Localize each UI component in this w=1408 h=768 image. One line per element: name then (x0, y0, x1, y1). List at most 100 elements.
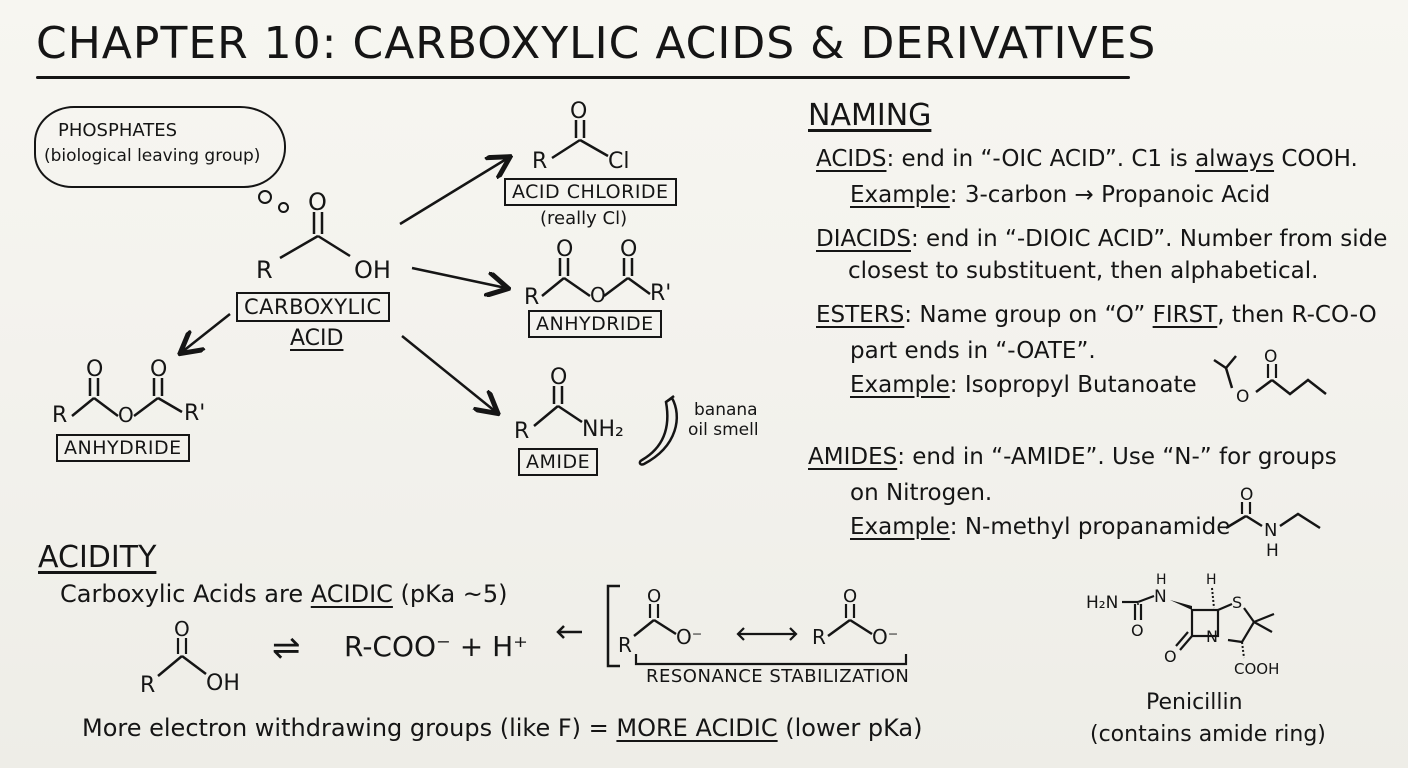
atom-n: N (1264, 520, 1277, 541)
atom-o: O (1131, 621, 1144, 640)
banana-note-line-2: oil smell (688, 420, 759, 440)
acidity-emph: ACIDIC (310, 580, 393, 608)
naming-amides-line: AMIDES: end in “-AMIDE”. Use “N-” for gr… (808, 444, 1337, 470)
atom-n: N (1206, 627, 1218, 646)
atom-o: O (86, 357, 103, 382)
atom-o: O (308, 188, 327, 216)
atom-h2n: H₂N (1086, 593, 1118, 613)
naming-esters-line-2: part ends in “-OATE”. (850, 338, 1096, 364)
equilibrium-arrows: ⇌ (272, 628, 301, 668)
banana-note-line-1: banana (694, 400, 758, 420)
carboxylic-label-box: CARBOXYLIC (236, 292, 390, 322)
atom-o: O (570, 99, 587, 124)
title-underline (36, 76, 1130, 79)
atom-h: H (1156, 572, 1167, 588)
acid-label: ACID (290, 326, 344, 351)
n-methyl-propanamide-structure: O N H (1225, 485, 1321, 561)
naming-esters-line: ESTERS: Name group on “O” FIRST, then R-… (816, 302, 1377, 328)
acids-emph: always (1195, 146, 1275, 172)
anhydride-left-label: ANHYDRIDE (56, 434, 190, 462)
amides-text-a: : end in “-AMIDE”. Use “N-” for groups (897, 444, 1337, 470)
atom-o: O (1264, 347, 1277, 367)
diacids-text-a: : end in “-DIOIC ACID”. Number from side (910, 226, 1388, 252)
amides-example-text: : N-methyl propanamide (949, 514, 1231, 540)
amide-structure: R O NH₂ (514, 365, 624, 444)
atom-o: O (1164, 647, 1177, 666)
anhydride-right-structure: R O O O R' (524, 237, 671, 310)
naming-amides-example: Example: N-methyl propanamide (850, 514, 1230, 540)
acidity-line-a: Carboxylic Acids are (60, 580, 311, 608)
atom-o: O (843, 586, 857, 607)
esters-text-a: : Name group on “O” (904, 302, 1153, 328)
atom-o: O (1236, 387, 1249, 407)
penicillin-note: (contains amide ring) (1090, 722, 1326, 747)
acid-equation-structure: R O OH (140, 617, 240, 698)
page-title: CHAPTER 10: CARBOXYLIC ACIDS & DERIVATIV… (36, 18, 1157, 69)
bottom-text-b: (lower pKa) (777, 714, 923, 742)
naming-heading: NAMING (808, 98, 932, 133)
atom-o: O (647, 586, 661, 607)
example-label: Example (850, 182, 950, 208)
banana-icon (638, 395, 679, 466)
atom-h: H (1206, 572, 1217, 588)
acidity-line: Carboxylic Acids are ACIDIC (pKa ~5) (60, 580, 508, 608)
acids-term: ACIDS (816, 146, 887, 172)
atom-o-minus: O⁻ (676, 625, 702, 649)
atom-o-minus: O⁻ (872, 625, 898, 649)
atom-r: R (524, 285, 539, 310)
cloud-line-1: PHOSPHATES (58, 120, 178, 141)
atom-o: O (1240, 485, 1253, 505)
acidity-line-b: (pKa ~5) (392, 580, 508, 608)
isopropyl-butanoate-structure: O O (1213, 347, 1327, 407)
diacids-term: DIACIDS (816, 226, 911, 252)
esters-example-text: : Isopropyl Butanoate (949, 372, 1197, 398)
esters-emph: FIRST (1152, 302, 1218, 328)
atom-o: O (590, 283, 606, 307)
atom-r: R (256, 256, 273, 284)
resonance-structures: R O O⁻ R O O⁻ (556, 584, 908, 668)
atom-o: O (118, 403, 134, 427)
naming-acids-example: Example: 3-carbon → Propanoic Acid (850, 182, 1270, 208)
esters-text-b: , then R-CO-O (1217, 302, 1377, 328)
atom-o: O (556, 237, 573, 262)
atom-o: O (174, 617, 190, 641)
example-label: Example (850, 514, 950, 540)
atom-r-prime: R' (650, 281, 671, 306)
atom-o: O (620, 237, 637, 262)
acidity-bottom-line: More electron withdrawing groups (like F… (82, 714, 922, 742)
bottom-emph: MORE ACIDIC (616, 714, 778, 742)
atom-oh: OH (206, 671, 240, 696)
atom-r: R (514, 419, 529, 444)
atom-r: R (52, 403, 67, 428)
carboxylic-acid-structure: R O OH (256, 188, 391, 284)
acid-chloride-note: (really Cl) (540, 208, 628, 229)
penicillin-structure: H₂N O N H O H S N COOH (1086, 572, 1279, 678)
atom-h: H (1266, 541, 1279, 561)
naming-amides-line-2: on Nitrogen. (850, 480, 993, 506)
atom-r: R (532, 149, 547, 174)
atom-o: O (150, 357, 167, 382)
atom-cl: Cl (608, 149, 629, 174)
atom-cooh: COOH (1234, 660, 1279, 678)
example-label: Example (850, 372, 950, 398)
anhydride-left-structure: R O O O R' (52, 357, 205, 428)
atom-oh: OH (354, 256, 391, 284)
thought-bubble (278, 202, 289, 213)
dissociation-products: R-COO⁻ + H⁺ (344, 630, 528, 663)
atom-r: R (618, 633, 632, 657)
atom-nh2: NH₂ (582, 417, 624, 442)
atom-r-prime: R' (184, 401, 205, 426)
penicillin-name: Penicillin (1146, 690, 1243, 715)
amides-term: AMIDES (808, 444, 898, 470)
thought-cloud (34, 106, 286, 188)
naming-esters-example: Example: Isopropyl Butanoate (850, 372, 1197, 398)
atom-r: R (812, 625, 826, 649)
atom-o: O (550, 365, 567, 390)
acid-chloride-structure: R O Cl (532, 99, 629, 174)
naming-acids-line: ACIDS: end in “-OIC ACID”. C1 is always … (816, 146, 1358, 172)
thought-bubble (258, 190, 272, 204)
atom-n: N (1154, 587, 1167, 607)
atom-s: S (1232, 593, 1242, 612)
anhydride-right-label: ANHYDRIDE (528, 310, 662, 338)
